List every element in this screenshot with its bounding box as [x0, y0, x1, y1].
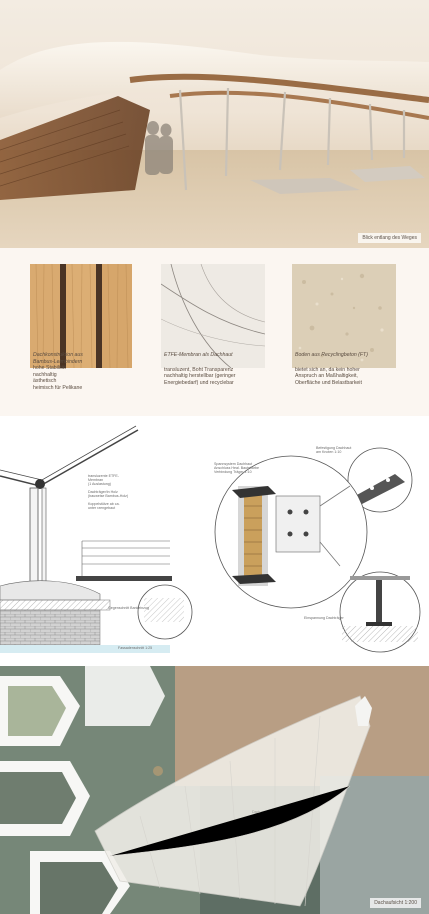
note-line: unter rzengebaut: [88, 506, 116, 510]
roof-label: Dach: [252, 810, 261, 814]
material-title: ETFE-Membran als Dachhaut: [164, 352, 233, 358]
detail-note-top-right: Befestigung Dachhaut am Knoten 1:10: [316, 446, 351, 454]
note-line: (bauweise Bambus-Holz): [88, 494, 129, 498]
recycled-concrete-swatch: [292, 264, 396, 368]
railing-section-label: Gegenschnitt Bankeinzug: [108, 606, 149, 610]
photo-caption: Blick entlang des Weges: [358, 233, 421, 243]
note-line: Verbindung Träger 1:10: [214, 470, 252, 474]
material-line: Anspruch an Maßhaltigkeit,: [295, 373, 358, 380]
plan-caption: Dachaufsicht 1:200: [370, 898, 421, 908]
bamboo-beam-swatch: [30, 264, 134, 368]
material-line: nachhaltig: [33, 371, 57, 378]
model-photo: Blick entlang des Weges: [0, 0, 429, 248]
detail-note-center: Spannsystem Dachhaut Anschluss Heal. Bau…: [214, 462, 259, 474]
detail-notes-left: transluzente ETFE- Membran (1 Auslastung…: [88, 474, 128, 510]
construction-details: transluzente ETFE- Membran (1 Auslastung…: [0, 416, 429, 666]
detail-note-bottom-right: Einspannung Dachträger: [304, 616, 344, 620]
material-line: transluzent, Boht Transparenz: [164, 366, 234, 373]
material-title: Boden aus Recyclingbeton (FT): [295, 352, 368, 358]
note-line: Befestigung Dachhaut: [316, 446, 352, 450]
material-line: heimisch für Pelikane: [33, 384, 83, 391]
material-line: nachhaltig herstellbar (geringer: [164, 373, 236, 380]
roof-plan-drawing: [0, 666, 429, 914]
note-line: Koppelstütze ab ca.: [88, 502, 120, 506]
note-line: am Knoten 1:10: [316, 450, 342, 454]
material-title: Dachkonstruktion aus Bambus-Leimbindern: [33, 352, 83, 365]
material-label-concrete: Boden aus Recyclingbeton (FT) bietet sic…: [295, 352, 368, 386]
materials-section: Dachkonstruktion aus Bambus-Leimbindern …: [0, 248, 429, 416]
etfe-membrane-swatch: [161, 264, 265, 368]
note-line: Spannsystem Dachhaut: [214, 462, 253, 466]
note-line: Dachträger/in Holz: [88, 490, 118, 494]
note-line: Membran: [88, 478, 104, 482]
material-line: Oberfläche und Belastbarkeit: [295, 379, 362, 386]
material-line: hohe Stabilität: [33, 365, 66, 372]
roof-plan: Dach Dachaufsicht 1:200: [0, 666, 429, 914]
note-line: transluzente ETFE-: [88, 474, 119, 478]
facade-section-drawing: [0, 425, 421, 653]
material-line: bietet sich an, da kein hoher: [295, 366, 360, 373]
material-label-membrane: ETFE-Membran als Dachhaut transluzent, B…: [164, 352, 236, 386]
model-photo-illustration: [0, 41, 429, 248]
note-line: Anschluss Heal. Bauteilarbe: [214, 466, 259, 470]
material-line: ästhetisch: [33, 378, 57, 385]
material-line: Energiebedarf) und recyclebar: [164, 379, 234, 386]
facade-section-label: Fassadenschnitt 1:25: [118, 646, 153, 650]
note-line: (1 Auslastung): [88, 482, 111, 486]
material-label-bamboo: Dachkonstruktion aus Bambus-Leimbindern …: [33, 352, 103, 392]
